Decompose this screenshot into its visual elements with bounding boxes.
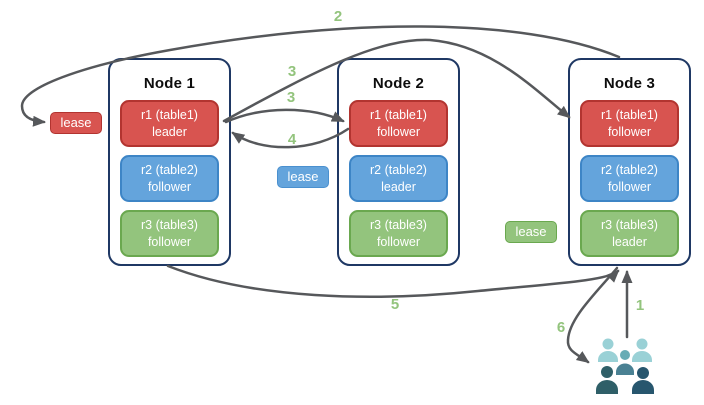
replica-role: follower	[376, 124, 421, 139]
arrow-step3-leader-to-node2	[224, 108, 345, 124]
node2-replica-r1: r1 (table1) follower	[349, 100, 448, 147]
replica-role: follower	[376, 234, 421, 249]
step-label-3b: 3	[286, 89, 296, 106]
node1-replica-r3: r3 (table3) follower	[120, 210, 219, 257]
replica-role: follower	[607, 179, 652, 194]
node3-replica-r1: r1 (table1) follower	[580, 100, 679, 147]
node3-replica-r2: r2 (table2) follower	[580, 155, 679, 202]
step-label-1: 1	[635, 297, 645, 314]
replica-name: r3 (table3)	[370, 218, 427, 233]
node2-replica-r3: r3 (table3) follower	[349, 210, 448, 257]
step-label-4: 4	[287, 131, 297, 148]
replica-role: follower	[147, 234, 192, 249]
step-label-6: 6	[556, 319, 566, 336]
users-group-icon	[596, 338, 654, 394]
node3-replica-r3: r3 (table3) leader	[580, 210, 679, 257]
replica-name: r1 (table1)	[601, 108, 658, 123]
step-label-3a: 3	[287, 63, 297, 80]
lease-tag-r3: lease	[505, 221, 557, 243]
lease-tag-r1: lease	[50, 112, 102, 134]
replica-name: r2 (table2)	[141, 163, 198, 178]
replica-name: r2 (table2)	[601, 163, 658, 178]
replica-role: leader	[152, 124, 187, 139]
replica-name: r3 (table3)	[601, 218, 658, 233]
node1-replica-r2: r2 (table2) follower	[120, 155, 219, 202]
arrow-step5-node1-to-node3	[166, 264, 620, 298]
replica-name: r3 (table3)	[141, 218, 198, 233]
replica-name: r1 (table1)	[141, 108, 198, 123]
arrow-step6-node3-to-users	[566, 266, 619, 364]
node1-replica-r1: r1 (table1) leader	[120, 100, 219, 147]
replica-name: r2 (table2)	[370, 163, 427, 178]
replica-role: leader	[381, 179, 416, 194]
replica-name: r1 (table1)	[370, 108, 427, 123]
replica-role: follower	[147, 179, 192, 194]
lease-tag-r2: lease	[277, 166, 329, 188]
step-label-5: 5	[390, 296, 400, 313]
node3-title: Node 3	[603, 75, 656, 92]
node1-box: Node 1 r1 (table1) leader r2 (table2) fo…	[108, 58, 231, 266]
node2-replica-r2: r2 (table2) leader	[349, 155, 448, 202]
node2-title: Node 2	[372, 75, 425, 92]
node1-title: Node 1	[143, 75, 196, 92]
step-label-2: 2	[333, 8, 343, 25]
replica-role: follower	[607, 124, 652, 139]
node3-box: Node 3 r1 (table1) follower r2 (table2) …	[568, 58, 691, 266]
replica-role: leader	[612, 234, 647, 249]
node2-box: Node 2 r1 (table1) follower r2 (table2) …	[337, 58, 460, 266]
